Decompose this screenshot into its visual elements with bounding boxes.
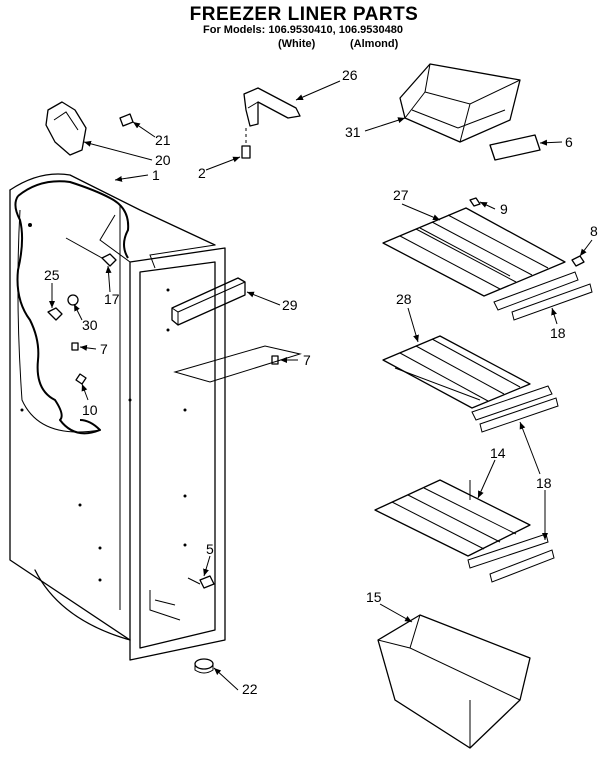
callout-17: 17 bbox=[104, 291, 120, 307]
callout-25: 25 bbox=[44, 267, 60, 283]
white-label: (White) bbox=[278, 38, 316, 50]
callout-9: 9 bbox=[500, 201, 508, 217]
freezer-liner bbox=[9, 173, 226, 661]
callout-18-top: 18 bbox=[550, 325, 566, 341]
callout-21: 21 bbox=[155, 132, 171, 148]
callout-15: 15 bbox=[366, 589, 382, 605]
model-numbers: For Models: 106.9530410, 106.9530480 bbox=[203, 24, 403, 36]
callout-26: 26 bbox=[342, 67, 358, 83]
pan-15 bbox=[377, 614, 531, 749]
callout-2: 2 bbox=[198, 165, 206, 181]
callout-14: 14 bbox=[490, 445, 506, 461]
callout-7-right: 7 bbox=[303, 352, 311, 368]
callout-10: 10 bbox=[82, 402, 98, 418]
callout-6: 6 bbox=[565, 134, 573, 150]
callout-27: 27 bbox=[393, 187, 409, 203]
callout-18-bottom: 18 bbox=[536, 475, 552, 491]
callout-8: 8 bbox=[590, 223, 598, 239]
almond-label: (Almond) bbox=[350, 38, 399, 50]
clip-26 bbox=[241, 87, 301, 159]
callout-31: 31 bbox=[345, 124, 361, 140]
callout-5: 5 bbox=[206, 541, 214, 557]
callout-20: 20 bbox=[155, 152, 171, 168]
callout-1: 1 bbox=[152, 167, 160, 183]
liner-hardware bbox=[47, 237, 302, 674]
retainer-6 bbox=[489, 134, 541, 161]
callout-7-left: 7 bbox=[100, 341, 108, 357]
callout-30: 30 bbox=[82, 317, 98, 333]
callout-22: 22 bbox=[242, 681, 258, 697]
cap-20-21 bbox=[45, 101, 134, 156]
basket-31 bbox=[399, 63, 521, 143]
callout-28: 28 bbox=[396, 291, 412, 307]
leader-lines bbox=[49, 80, 593, 691]
shelf-14 bbox=[374, 479, 555, 583]
callout-29: 29 bbox=[282, 297, 298, 313]
shelf-27 bbox=[382, 197, 593, 321]
page-title: FREEZER LINER PARTS bbox=[189, 4, 419, 25]
shelf-28 bbox=[382, 335, 559, 433]
